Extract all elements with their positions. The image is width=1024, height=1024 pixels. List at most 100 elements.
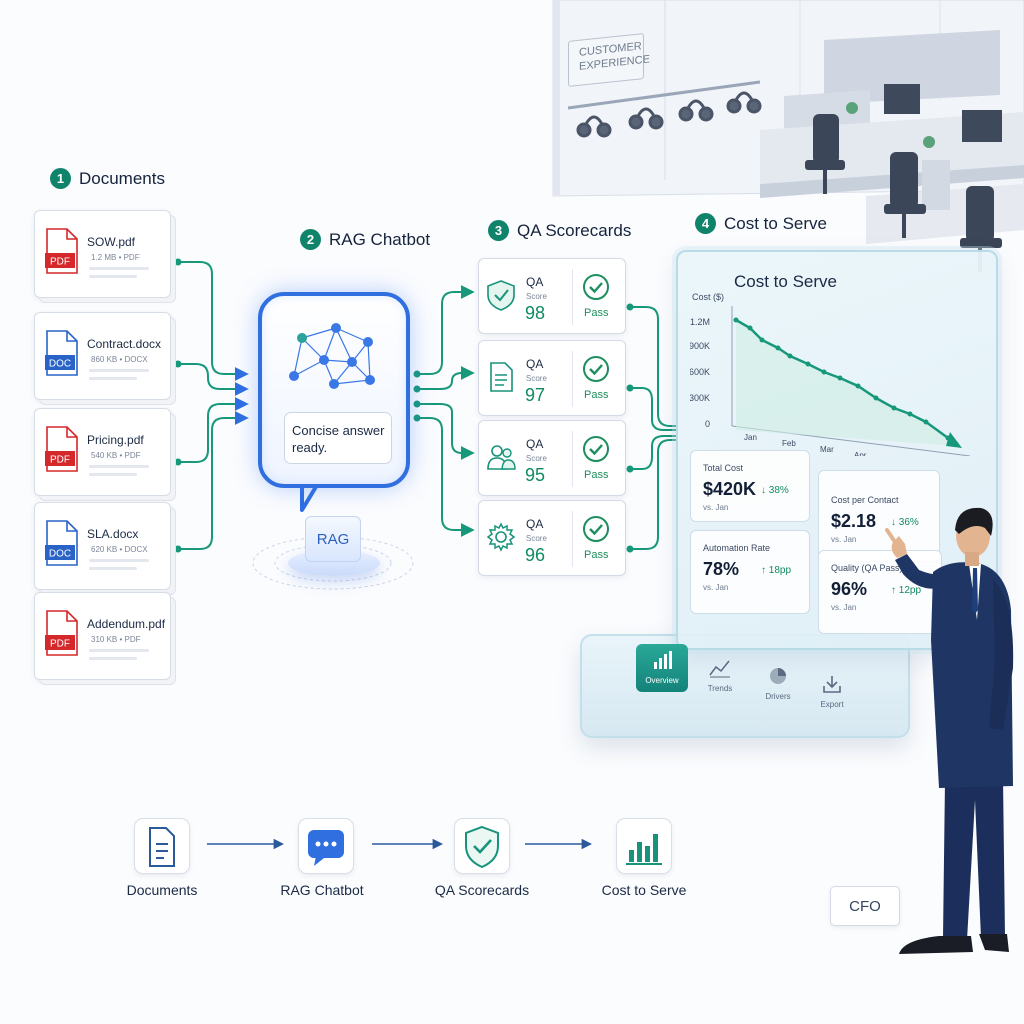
check-circle-icon (583, 516, 609, 542)
x-tick-label: Feb (782, 439, 796, 448)
metric-delta: ↓ 36% (891, 517, 919, 528)
cost-trend-point (787, 353, 793, 359)
rag-answer-line: Concise answer (292, 423, 385, 438)
step-number: 3 (488, 220, 509, 241)
document-card[interactable]: PDF SOW.pdf 1.2 MB • PDF (34, 210, 171, 298)
bar-chart-icon (626, 834, 662, 865)
headset-icon (576, 91, 762, 138)
metric-card[interactable]: Total Cost $420K vs. Jan ↓ 38% (690, 450, 810, 522)
export-icon (823, 676, 841, 693)
qa-divider (572, 351, 573, 407)
metric-comparison: vs. Jan (703, 583, 729, 592)
pie-chart-icon (770, 668, 786, 684)
qa-label: QA (526, 275, 544, 289)
document-name: Pricing.pdf (87, 433, 144, 447)
cost-trend-point (759, 337, 765, 343)
cost-trend-point (733, 317, 739, 323)
step-cost-title: 4 Cost to Serve (695, 213, 827, 234)
metric-comparison: vs. Jan (831, 535, 857, 544)
step-title-text: Cost to Serve (724, 213, 827, 233)
qa-scorecard[interactable]: QA Score 96 Pass (478, 500, 626, 576)
metric-label: Quality (QA Pass) (831, 563, 903, 573)
document-meta: 860 KB • DOCX (91, 355, 148, 364)
x-tick-label: Mar (820, 445, 834, 454)
document-icon (490, 362, 513, 392)
qa-label: QA (526, 437, 544, 451)
tab-drivers[interactable]: Drivers (752, 660, 804, 708)
qa-status: Pass (584, 469, 609, 481)
doc-file-icon: DOC (45, 330, 78, 376)
document-name: SOW.pdf (87, 235, 136, 249)
bar-chart-icon (654, 651, 672, 669)
qa-scorecard[interactable]: QA Score 97 Pass (478, 340, 626, 416)
metric-value: 78% (703, 559, 740, 579)
metric-comparison: vs. Jan (703, 503, 729, 512)
file-type-text: PDF (50, 639, 70, 650)
document-preview-lines (89, 559, 149, 575)
tab-overview[interactable]: Overview (636, 644, 688, 692)
flow-step-label: Documents (126, 882, 198, 898)
cfo-badge: CFO (830, 886, 900, 926)
document-card[interactable]: PDF Addendum.pdf 310 KB • PDF (34, 592, 171, 680)
document-icon (149, 827, 175, 867)
cost-trend-point (855, 383, 861, 389)
document-name: SLA.docx (87, 527, 139, 541)
tab-trends[interactable]: Trends (694, 652, 746, 700)
document-card[interactable]: DOC SLA.docx 620 KB • DOCX (34, 502, 171, 590)
qa-score-value: 98 (525, 303, 546, 323)
step-number: 1 (50, 168, 71, 189)
metric-delta: ↑ 18pp (761, 565, 792, 576)
doc-file-icon: DOC (45, 520, 78, 566)
pdf-file-icon: PDF (45, 610, 78, 656)
cost-trend-point (907, 411, 913, 417)
qa-scorecard[interactable]: QA Score 95 Pass (478, 420, 626, 496)
qa-status: Pass (584, 389, 609, 401)
tab-export[interactable]: Export (806, 668, 858, 716)
metric-delta: ↑ 12pp (891, 585, 922, 596)
trend-arrow-head (946, 432, 962, 448)
rag-badge: RAG (305, 516, 361, 562)
file-type-text: PDF (50, 455, 70, 466)
qa-score-value: 96 (525, 545, 546, 565)
cost-trend-point (873, 395, 879, 401)
dashboard-title: Cost to Serve (734, 272, 837, 291)
file-type-text: PDF (50, 257, 70, 268)
document-meta: 1.2 MB • PDF (91, 253, 140, 262)
cost-chart: Cost ($)1.2M900K600K300K0JanFebMarAprMay… (690, 292, 971, 456)
metric-label: Automation Rate (703, 543, 771, 553)
document-card[interactable]: DOC Contract.docx 860 KB • DOCX (34, 312, 171, 400)
metric-card[interactable]: Cost per Contact $2.18 vs. Jan ↓ 36% (818, 470, 940, 562)
metric-card[interactable]: Automation Rate 78% vs. Jan ↑ 18pp (690, 530, 810, 614)
rag-answer-box: Concise answer ready. (284, 412, 392, 464)
cost-trend-point (891, 405, 897, 411)
qa-status: Pass (584, 549, 609, 561)
x-tick-label: Jan (744, 433, 757, 442)
step-documents-title: 1 Documents (50, 168, 165, 189)
cost-trend-point (775, 345, 781, 351)
document-preview-lines (89, 369, 149, 385)
qa-score-caption: Score (526, 374, 547, 383)
step-title-text: QA Scorecards (517, 220, 632, 240)
document-preview-lines (89, 649, 149, 665)
flow-step-rag-chatbot (298, 818, 354, 874)
tab-label: Export (820, 700, 844, 709)
file-type-text: DOC (49, 359, 71, 370)
qa-score-value: 97 (525, 385, 546, 405)
qa-status: Pass (584, 307, 609, 319)
step-number: 2 (300, 229, 321, 250)
step-title-text: Documents (79, 168, 165, 188)
metric-value: 96% (831, 579, 868, 599)
flow-step-qa-scorecards (454, 818, 510, 874)
qa-score-caption: Score (526, 534, 547, 543)
qa-scorecard[interactable]: QA Score 98 Pass (478, 258, 626, 334)
flow-step-label: RAG Chatbot (280, 882, 364, 898)
rag-answer-line: ready. (292, 440, 328, 455)
gear-icon (486, 522, 516, 552)
y-tick-label: 900K (690, 341, 710, 351)
cost-trend-area (736, 320, 958, 446)
qa-score-caption: Score (526, 454, 547, 463)
shield-check-icon (465, 825, 499, 869)
document-name: Contract.docx (87, 337, 162, 351)
document-card[interactable]: PDF Pricing.pdf 540 KB • PDF (34, 408, 171, 496)
document-preview-lines (89, 267, 149, 283)
